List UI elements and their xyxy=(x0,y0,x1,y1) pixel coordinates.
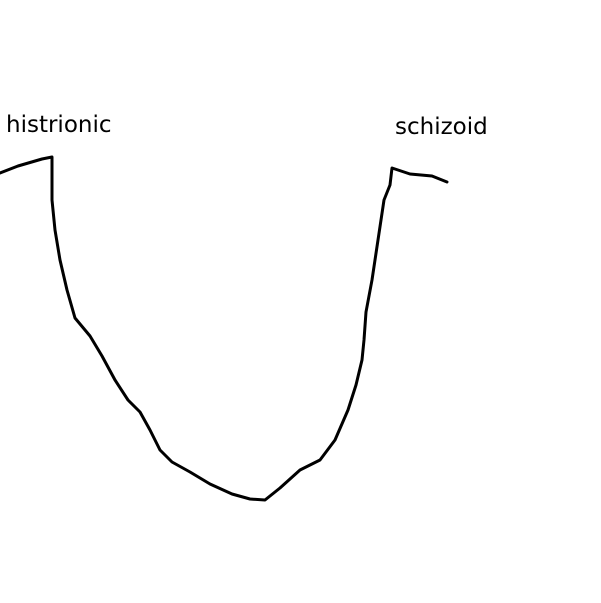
label-histrionic: histrionic xyxy=(6,112,112,138)
label-schizoid: schizoid xyxy=(395,114,488,140)
u-curve-path xyxy=(0,155,449,502)
